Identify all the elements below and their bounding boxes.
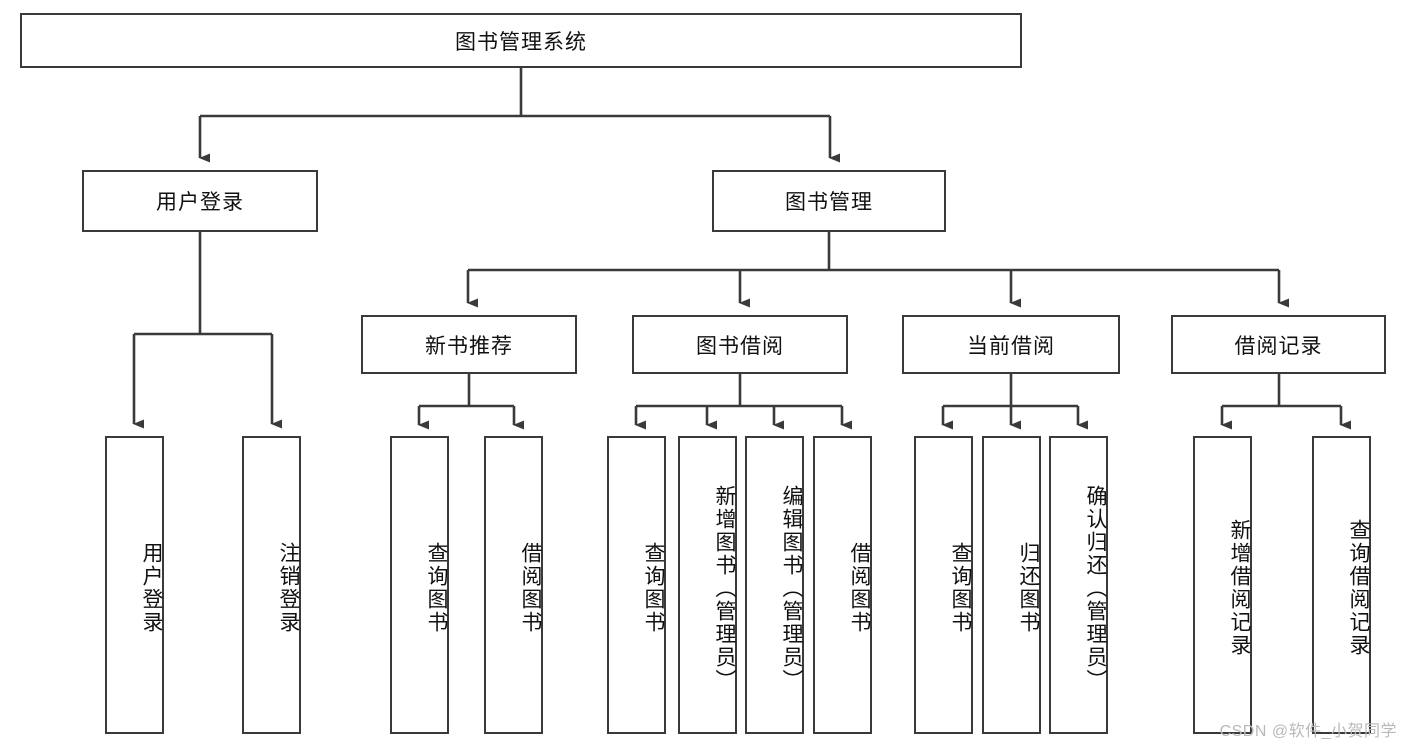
csdn-watermark: CSDN @软件_小贺同学 bbox=[1219, 723, 1397, 740]
node-leaf-logout[interactable]: 注销登录 bbox=[242, 436, 301, 734]
node-leaf-user-login-label: 用户登录 bbox=[140, 542, 163, 634]
node-leaf-query-borrow-record[interactable]: 查询借阅记录 bbox=[1312, 436, 1371, 734]
node-user-login[interactable]: 用户登录 bbox=[82, 170, 318, 232]
node-leaf-query-book-current-label: 查询图书 bbox=[949, 542, 972, 634]
node-leaf-query-book-current[interactable]: 查询图书 bbox=[914, 436, 973, 734]
node-leaf-return-book-label: 归还图书 bbox=[1017, 542, 1040, 634]
node-leaf-borrow-book-new[interactable]: 借阅图书 bbox=[484, 436, 543, 734]
node-book-manage[interactable]: 图书管理 bbox=[712, 170, 946, 232]
node-leaf-confirm-return[interactable]: 确认归还（管理员） bbox=[1049, 436, 1108, 734]
node-leaf-confirm-return-label: 确认归还（管理员） bbox=[1084, 484, 1107, 692]
node-new-book-recommend[interactable]: 新书推荐 bbox=[361, 315, 577, 374]
node-leaf-add-borrow-record-label: 新增借阅记录 bbox=[1228, 519, 1251, 657]
node-borrow-record-label: 借阅记录 bbox=[1234, 334, 1323, 358]
node-user-login-label: 用户登录 bbox=[156, 191, 244, 214]
node-leaf-query-book-new[interactable]: 查询图书 bbox=[390, 436, 449, 734]
node-leaf-borrow-book-new-label: 借阅图书 bbox=[519, 542, 542, 634]
node-borrow-record[interactable]: 借阅记录 bbox=[1171, 315, 1386, 374]
node-root[interactable]: 图书管理系统 bbox=[20, 13, 1022, 68]
node-root-label: 图书管理系统 bbox=[455, 30, 587, 54]
node-leaf-add-borrow-record[interactable]: 新增借阅记录 bbox=[1193, 436, 1252, 734]
node-leaf-add-book-label: 新增图书（管理员） bbox=[713, 484, 736, 692]
node-leaf-return-book[interactable]: 归还图书 bbox=[982, 436, 1041, 734]
node-book-manage-label: 图书管理 bbox=[785, 191, 873, 214]
node-book-borrow-label: 图书借阅 bbox=[696, 334, 784, 358]
node-leaf-user-login[interactable]: 用户登录 bbox=[105, 436, 164, 734]
node-new-book-recommend-label: 新书推荐 bbox=[425, 334, 513, 358]
node-current-borrow[interactable]: 当前借阅 bbox=[902, 315, 1120, 374]
node-leaf-borrow-book-label: 借阅图书 bbox=[848, 542, 871, 634]
node-leaf-borrow-book[interactable]: 借阅图书 bbox=[813, 436, 872, 734]
node-current-borrow-label: 当前借阅 bbox=[967, 334, 1055, 358]
node-book-borrow[interactable]: 图书借阅 bbox=[632, 315, 848, 374]
node-leaf-edit-book-label: 编辑图书（管理员） bbox=[780, 484, 803, 692]
node-leaf-edit-book[interactable]: 编辑图书（管理员） bbox=[745, 436, 804, 734]
node-leaf-query-book-new-label: 查询图书 bbox=[425, 542, 448, 634]
node-leaf-query-borrow-record-label: 查询借阅记录 bbox=[1347, 519, 1370, 657]
node-leaf-query-book-label: 查询图书 bbox=[642, 542, 665, 634]
node-leaf-add-book[interactable]: 新增图书（管理员） bbox=[678, 436, 737, 734]
node-leaf-logout-label: 注销登录 bbox=[277, 542, 300, 634]
node-leaf-query-book[interactable]: 查询图书 bbox=[607, 436, 666, 734]
